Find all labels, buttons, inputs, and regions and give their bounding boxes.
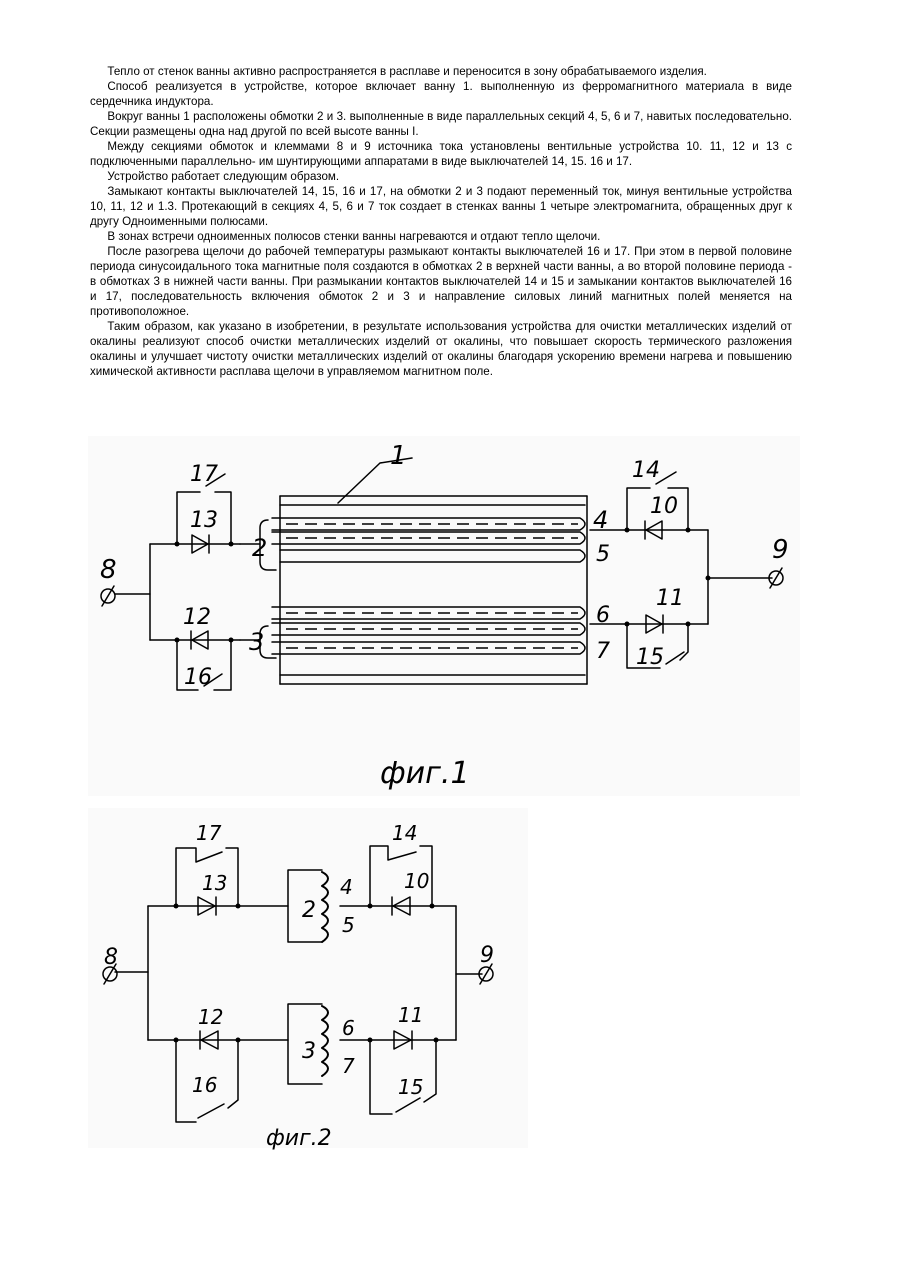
fig1-label-4: 4 bbox=[593, 506, 608, 534]
fig1-label-8: 8 bbox=[100, 555, 117, 585]
fig1-label-9: 9 bbox=[772, 535, 789, 565]
fig1-label-16: 16 bbox=[184, 665, 212, 690]
fig1-label-3: 3 bbox=[249, 628, 264, 656]
fig1-label-11: 11 bbox=[656, 586, 684, 611]
fig1-label-17: 17 bbox=[190, 462, 218, 487]
fig1-caption: фиг.1 bbox=[380, 756, 470, 791]
fig1-label-12: 12 bbox=[183, 605, 211, 630]
fig1-label-2: 2 bbox=[252, 534, 267, 562]
fig1-label-7: 7 bbox=[596, 639, 610, 664]
fig1-label-13: 13 bbox=[190, 508, 218, 533]
fig1-label-6: 6 bbox=[596, 603, 610, 628]
fig1-label-14: 14 bbox=[632, 458, 660, 483]
fig1-label-1: 1 bbox=[390, 441, 407, 471]
fig1-label-15: 15 bbox=[636, 645, 664, 670]
fig1-label-10: 10 bbox=[650, 494, 678, 519]
fig1-label-5: 5 bbox=[596, 542, 610, 567]
